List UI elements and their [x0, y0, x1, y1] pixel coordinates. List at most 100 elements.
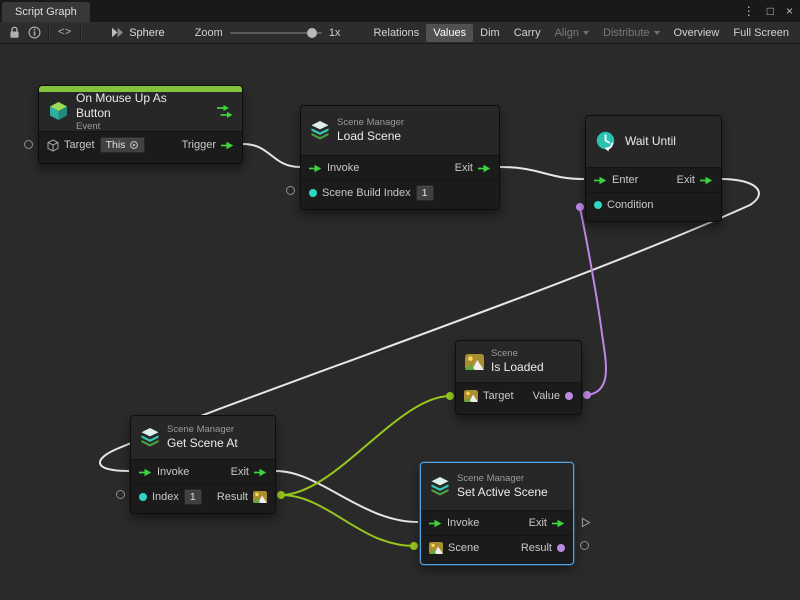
event-accent-bar — [39, 86, 242, 92]
wire-getsceneat-exit-to-setactive-invoke[interactable] — [275, 470, 419, 523]
invoke-input-port[interactable] — [429, 519, 442, 528]
code-view-icon[interactable]: <> — [58, 26, 72, 39]
overview-button[interactable]: Overview — [673, 26, 720, 39]
exit-port-label: Exit — [676, 174, 695, 186]
enter-port-label: Enter — [612, 174, 639, 186]
wait-until-clock-icon — [595, 130, 618, 153]
node-title: Set Active Scene — [457, 484, 548, 499]
trigger-output-port[interactable] — [221, 141, 234, 150]
wire-isloaded-value-to-condition[interactable] — [579, 207, 607, 396]
ghost-port-target[interactable] — [24, 140, 33, 149]
wire-trigger-to-invoke[interactable] — [242, 143, 301, 168]
scene-manager-icon — [430, 477, 450, 496]
invoke-port-label: Invoke — [157, 466, 190, 478]
zoom-value: 1x — [328, 26, 341, 39]
ghost-port-scene-build-index[interactable] — [286, 186, 295, 195]
value-port-label: Value — [532, 390, 560, 402]
wire-waituntil-exit-to-getsceneat-invoke[interactable] — [99, 178, 760, 472]
result-scene-port[interactable] — [253, 490, 267, 503]
maximize-icon[interactable]: □ — [766, 4, 774, 18]
node-category: Scene Manager — [337, 117, 405, 129]
node-title: Wait Until — [625, 134, 676, 148]
event-cube-icon — [48, 101, 69, 122]
node-category: Scene Manager — [167, 424, 235, 436]
tab-title: Script Graph — [15, 6, 77, 18]
invoke-port-label: Invoke — [447, 517, 480, 529]
node-title: Is Loaded — [491, 359, 544, 374]
values-button[interactable]: Values — [426, 23, 474, 42]
bolt-cursor-icon — [111, 27, 124, 38]
node-title: On Mouse Up As Button — [76, 90, 167, 120]
scene-manager-icon — [140, 428, 160, 447]
scene-build-index-port[interactable] — [309, 188, 317, 197]
info-icon[interactable] — [24, 24, 44, 42]
invoke-input-port[interactable] — [309, 164, 322, 173]
index-port[interactable] — [139, 492, 147, 501]
target-value-chip[interactable]: This — [99, 137, 146, 153]
wire-endpoint-dot — [583, 391, 591, 399]
wire-endpoint-dot — [446, 392, 454, 400]
value-port[interactable] — [565, 392, 573, 400]
enter-input-port[interactable] — [594, 176, 607, 185]
relations-button[interactable]: Relations — [373, 26, 420, 39]
scene-port-label: Scene — [448, 541, 480, 554]
graph-target-selector[interactable]: Sphere — [111, 26, 165, 39]
exit-output-port[interactable] — [700, 176, 713, 185]
node-set-active-scene[interactable]: Scene Manager Set Active Scene Invoke Ex… — [420, 462, 574, 565]
condition-port[interactable] — [594, 200, 602, 209]
result-port-label: Result — [216, 490, 248, 503]
node-is-loaded[interactable]: Scene Is Loaded Target Value — [455, 340, 582, 415]
index-input[interactable]: 1 — [183, 488, 202, 505]
node-category: Scene Manager — [457, 473, 525, 485]
target-port-label: Target — [64, 139, 95, 151]
kebab-menu-icon[interactable]: ⋮ — [742, 4, 755, 18]
zoom-slider[interactable] — [229, 27, 322, 38]
wire-loadscene-exit-to-waituntil-enter[interactable] — [499, 166, 585, 180]
ghost-port-index[interactable] — [116, 490, 125, 499]
scene-manager-icon — [310, 121, 330, 140]
chevron-down-icon — [583, 30, 590, 35]
exit-output-port[interactable] — [552, 519, 565, 528]
result-port[interactable] — [557, 543, 565, 552]
scene-port-icon[interactable] — [429, 541, 443, 554]
wire-endpoint-dot — [576, 203, 584, 211]
node-subtitle: Event — [76, 120, 101, 132]
graph-target-label: Sphere — [129, 26, 165, 39]
zoom-label: Zoom — [194, 26, 223, 39]
wire-endpoint-dot — [277, 491, 285, 499]
node-wait-until[interactable]: Wait Until Enter Exit — [585, 115, 722, 222]
scene-build-index-input[interactable]: 1 — [415, 184, 434, 201]
chevron-down-icon — [653, 30, 660, 35]
invoke-port-label: Invoke — [327, 162, 360, 174]
node-on-mouse-up-as-button[interactable]: On Mouse Up As Button Event Target This — [38, 85, 243, 164]
zoom-slider-handle[interactable] — [307, 27, 318, 38]
wire-endpoint-dot — [410, 542, 418, 550]
target-port-label: Target — [483, 390, 514, 402]
dim-button[interactable]: Dim — [480, 26, 500, 39]
invoke-input-port[interactable] — [139, 468, 152, 477]
node-load-scene[interactable]: Scene Manager Load Scene Invoke Exit — [300, 105, 500, 210]
wires-layer — [99, 143, 760, 550]
carry-button[interactable]: Carry — [513, 26, 541, 39]
exit-output-port[interactable] — [478, 164, 491, 173]
wire-result-to-setactive-scene[interactable] — [280, 494, 415, 547]
lock-icon[interactable] — [4, 24, 24, 42]
wire-result-to-isloaded-target[interactable] — [280, 395, 451, 496]
node-get-scene-at[interactable]: Scene Manager Get Scene At Invoke Exit — [130, 415, 276, 514]
distribute-dropdown[interactable]: Distribute — [596, 24, 666, 42]
ghost-port-exit[interactable] — [581, 517, 591, 528]
full-screen-button[interactable]: Full Screen — [733, 26, 789, 39]
graph-canvas[interactable]: On Mouse Up As Button Event Target This — [0, 44, 800, 600]
cube-icon — [47, 138, 59, 152]
scene-asset-icon — [465, 353, 484, 370]
node-title: Load Scene — [337, 128, 402, 143]
scene-port-icon[interactable] — [464, 390, 478, 402]
condition-port-label: Condition — [607, 198, 654, 211]
graph-toolbar: <> Sphere Zoom 1x Relations Values Dim C… — [0, 22, 800, 44]
align-dropdown[interactable]: Align — [548, 24, 596, 42]
ghost-port-result[interactable] — [580, 541, 589, 550]
self-target-icon — [129, 140, 139, 150]
exit-output-port[interactable] — [254, 468, 267, 477]
close-icon[interactable]: × — [785, 4, 793, 18]
tab-script-graph[interactable]: Script Graph — [2, 2, 90, 22]
